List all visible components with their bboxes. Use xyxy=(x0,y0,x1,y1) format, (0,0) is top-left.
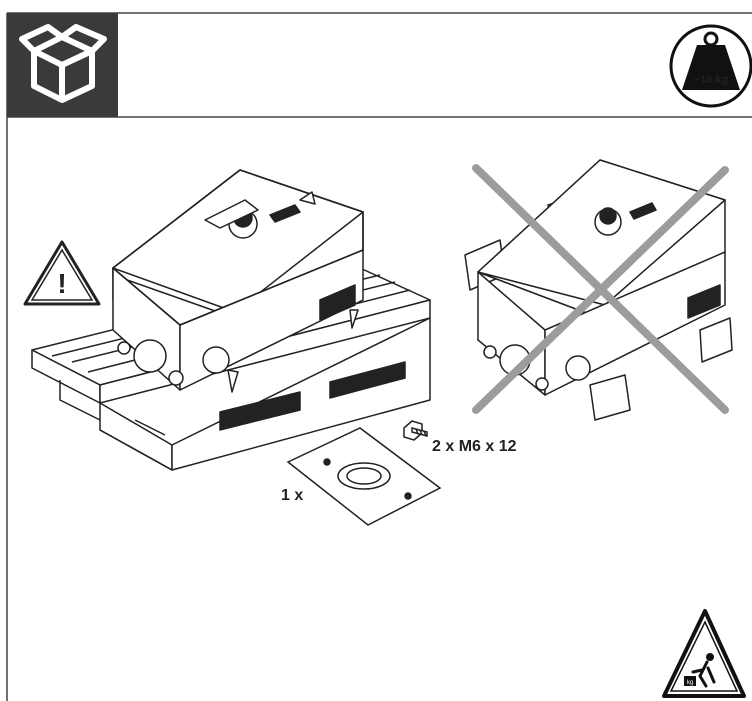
enclosure-wrong-illustration xyxy=(464,159,733,421)
lifting-hazard-icon: kg xyxy=(662,609,746,698)
screw-icon xyxy=(403,420,428,441)
warning-icon: ! xyxy=(23,240,101,306)
pallet-correct-illustration xyxy=(31,169,431,471)
warning-symbol: ! xyxy=(57,268,66,299)
open-box-icon xyxy=(7,13,118,117)
lift-weight-label: kg xyxy=(687,680,693,686)
weight-icon: ~10 kg xyxy=(669,24,752,108)
weight-label: ~10 kg xyxy=(694,74,729,86)
prohibited-cross xyxy=(472,164,729,414)
plate-quantity-label: 1 x xyxy=(281,487,303,504)
screw-quantity-label: 2 x M6 x 12 xyxy=(432,438,517,455)
page-frame xyxy=(6,12,752,701)
gland-plate-icon xyxy=(286,427,442,526)
